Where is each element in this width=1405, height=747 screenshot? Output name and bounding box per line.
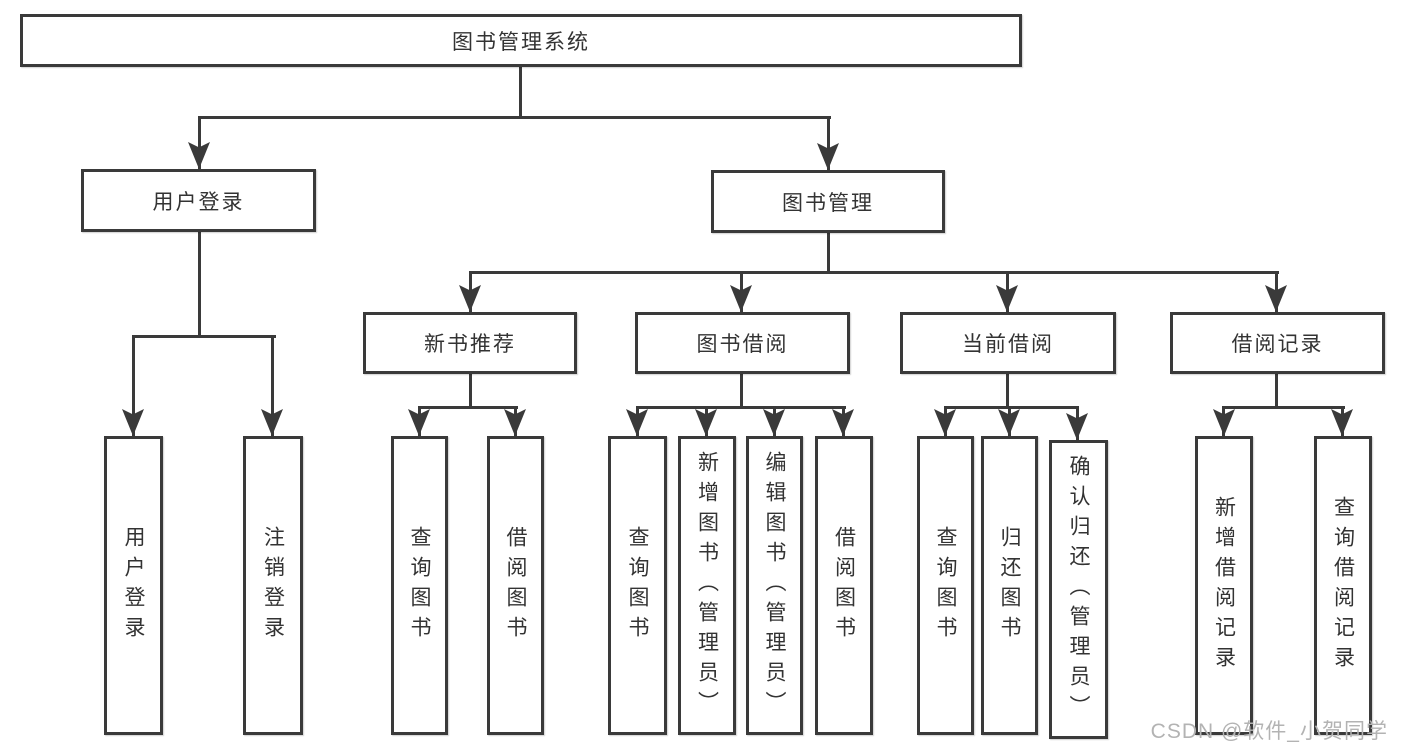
node-new-book-recommend: 新书推荐 [363, 312, 577, 374]
connector-line [827, 116, 830, 170]
leaf-edit-book-admin: 编辑图书（管理员） [746, 436, 803, 735]
connector-line [132, 335, 276, 338]
connector-line [469, 271, 1279, 274]
connector-line [132, 335, 135, 436]
leaf-query-book-current-label: 查询图书 [934, 525, 957, 646]
leaf-user-login: 用户登录 [104, 436, 163, 735]
node-book-management: 图书管理 [711, 170, 945, 233]
leaf-borrow-book-label: 借阅图书 [832, 525, 856, 646]
node-book-borrow: 图书借阅 [635, 312, 850, 374]
connector-line [827, 233, 830, 274]
leaf-add-borrow-record: 新增借阅记录 [1195, 436, 1253, 735]
connector-line [271, 335, 274, 436]
leaf-query-book-borrow: 查询图书 [608, 436, 667, 735]
node-new-book-recommend-label: 新书推荐 [424, 333, 516, 356]
connector-line [198, 232, 201, 338]
leaf-return-book: 归还图书 [981, 436, 1038, 735]
leaf-query-book-borrow-label: 查询图书 [626, 525, 649, 646]
leaf-query-borrow-record-label: 查询借阅记录 [1331, 495, 1355, 676]
node-current-borrow: 当前借阅 [900, 312, 1116, 374]
connector-line [1222, 406, 1345, 409]
connector-line [519, 67, 522, 119]
node-user-login: 用户登录 [81, 169, 316, 232]
leaf-query-book-current: 查询图书 [917, 436, 974, 735]
leaf-confirm-return-admin-label: 确认归还（管理员） [1067, 454, 1090, 725]
node-borrow-record: 借阅记录 [1170, 312, 1385, 374]
leaf-return-book-label: 归还图书 [998, 525, 1021, 646]
node-user-login-label: 用户登录 [152, 190, 245, 214]
node-root-label: 图书管理系统 [452, 30, 590, 54]
connector-line [944, 406, 1079, 409]
connector-line [418, 406, 518, 409]
connector-line [198, 116, 831, 119]
leaf-logout-login-label: 注销登录 [261, 525, 285, 646]
leaf-query-book-recommend-label: 查询图书 [408, 525, 431, 646]
leaf-add-borrow-record-label: 新增借阅记录 [1212, 495, 1236, 676]
leaf-user-login-label: 用户登录 [122, 525, 145, 646]
leaf-edit-book-admin-label: 编辑图书（管理员） [763, 450, 786, 721]
leaf-confirm-return-admin: 确认归还（管理员） [1049, 440, 1108, 739]
watermark-text: CSDN @软件_小贺同学 [1150, 720, 1388, 743]
leaf-query-book-recommend: 查询图书 [391, 436, 448, 735]
connector-line [636, 406, 846, 409]
connector-line [198, 116, 201, 169]
node-root: 图书管理系统 [20, 14, 1022, 67]
connector-line [1275, 374, 1278, 409]
leaf-borrow-book-recommend: 借阅图书 [487, 436, 544, 735]
leaf-add-book-admin-label: 新增图书（管理员） [695, 450, 719, 721]
connector-line [1006, 374, 1009, 409]
node-borrow-record-label: 借阅记录 [1231, 333, 1324, 356]
leaf-query-borrow-record: 查询借阅记录 [1314, 436, 1372, 735]
node-book-borrow-label: 图书借阅 [696, 333, 789, 356]
leaf-logout-login: 注销登录 [243, 436, 303, 735]
connector-line [740, 374, 743, 409]
leaf-borrow-book: 借阅图书 [815, 436, 873, 735]
node-book-management-label: 图书管理 [782, 191, 874, 215]
leaf-borrow-book-recommend-label: 借阅图书 [504, 525, 527, 646]
node-current-borrow-label: 当前借阅 [962, 333, 1054, 356]
connector-line [469, 374, 472, 409]
leaf-add-book-admin: 新增图书（管理员） [678, 436, 736, 735]
